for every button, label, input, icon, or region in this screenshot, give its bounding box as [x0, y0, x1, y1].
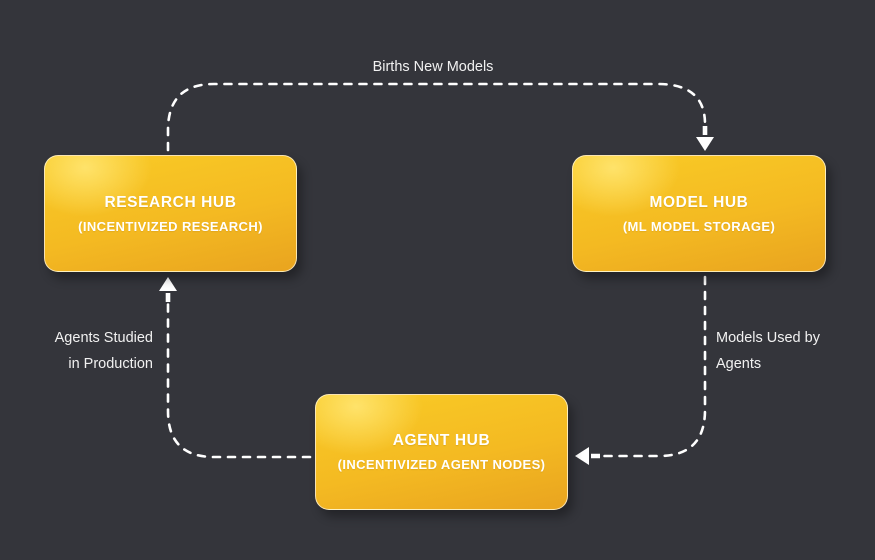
edge-label-line: Models Used by — [716, 330, 820, 346]
node-research-hub-title: RESEARCH HUB — [104, 193, 237, 211]
edge-label-models-used-by-agents: Models Used by Agents — [716, 325, 820, 377]
node-research-hub: RESEARCH HUB (INCENTIVIZED RESEARCH) — [44, 155, 297, 272]
node-model-hub-subtitle: (ML MODEL STORAGE) — [622, 218, 776, 234]
node-agent-hub-subtitle: (INCENTIVIZED AGENT NODES) — [337, 457, 546, 472]
edge-model-to-agent-path — [600, 275, 707, 458]
edge-label-line: Agents — [716, 356, 762, 372]
node-agent-hub: AGENT HUB (INCENTIVIZED AGENT NODES) — [315, 394, 568, 510]
edge-research-to-model-path — [166, 82, 707, 152]
arrow-down-icon — [696, 126, 714, 151]
node-research-hub-subtitle: (INCENTIVIZED RESEARCH) — [78, 218, 263, 234]
node-model-hub-title: MODEL HUB — [649, 193, 749, 211]
node-agent-hub-title: AGENT HUB — [392, 432, 491, 449]
node-model-hub: MODEL HUB (ML MODEL STORAGE) — [572, 155, 826, 272]
edge-label-line: Agents Studied — [54, 330, 153, 346]
arrow-up-icon — [159, 277, 177, 302]
edge-label-agents-studied-in-production: Agents Studied in Production — [55, 325, 153, 377]
edge-label-line: in Production — [68, 356, 153, 372]
edge-label-births-new-models: Births New Models — [372, 59, 494, 75]
arrow-left-icon — [575, 447, 600, 465]
edge-agent-to-research-path — [166, 302, 312, 459]
